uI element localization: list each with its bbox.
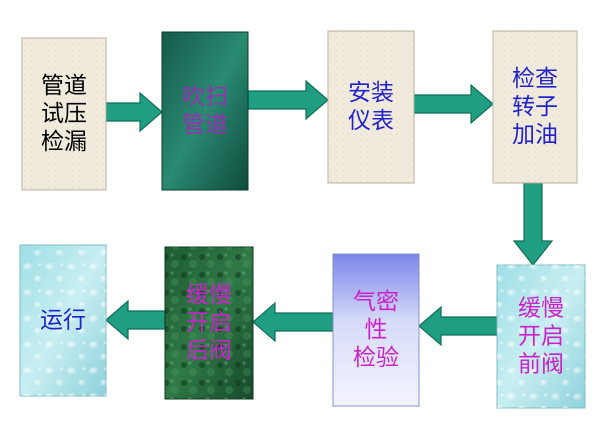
step-5-label-line-2: 开启 (518, 324, 564, 350)
step-6-label-line-1: 气密 (353, 289, 399, 315)
step-4-label-line-2: 转子 (512, 94, 558, 120)
step-8-label-line-1: 运行 (40, 308, 86, 334)
step-5-label-line-3: 前阀 (518, 352, 564, 378)
flow-arrow-3 (413, 83, 494, 125)
step-4-label-line-3: 加油 (512, 122, 558, 148)
step-3-label-line-2: 仪表 (348, 108, 394, 134)
step-4-label-line-1: 检查 (512, 66, 558, 92)
step-7-label-line-1: 缓慢 (186, 282, 232, 308)
step-6-label-line-3: 检验 (353, 345, 399, 371)
flow-arrow-2 (247, 79, 329, 121)
step-1-label-line-2: 试压 (41, 101, 87, 127)
flow-arrow-1 (105, 91, 163, 133)
step-7-label-line-2: 开启 (186, 310, 232, 336)
step-2-label-line-1: 吹扫 (182, 84, 228, 110)
step-7-label-line-3: 后阀 (186, 338, 232, 364)
arrows-layer (105, 79, 554, 347)
step-1-label-line-1: 管道 (41, 73, 87, 99)
step-box-8: 运行 (19, 244, 107, 397)
flow-arrow-6 (252, 301, 334, 343)
step-6-label-line-2: 性 (365, 317, 388, 343)
step-5-label-line-1: 缓慢 (518, 296, 564, 322)
step-3-label-line-1: 安装 (348, 80, 394, 106)
flow-arrow-5 (418, 305, 498, 347)
step-1-label-line-3: 检漏 (41, 129, 87, 155)
flow-arrow-7 (105, 299, 166, 341)
step-2-label-line-2: 管道 (182, 112, 228, 138)
flow-arrow-4 (512, 182, 554, 266)
